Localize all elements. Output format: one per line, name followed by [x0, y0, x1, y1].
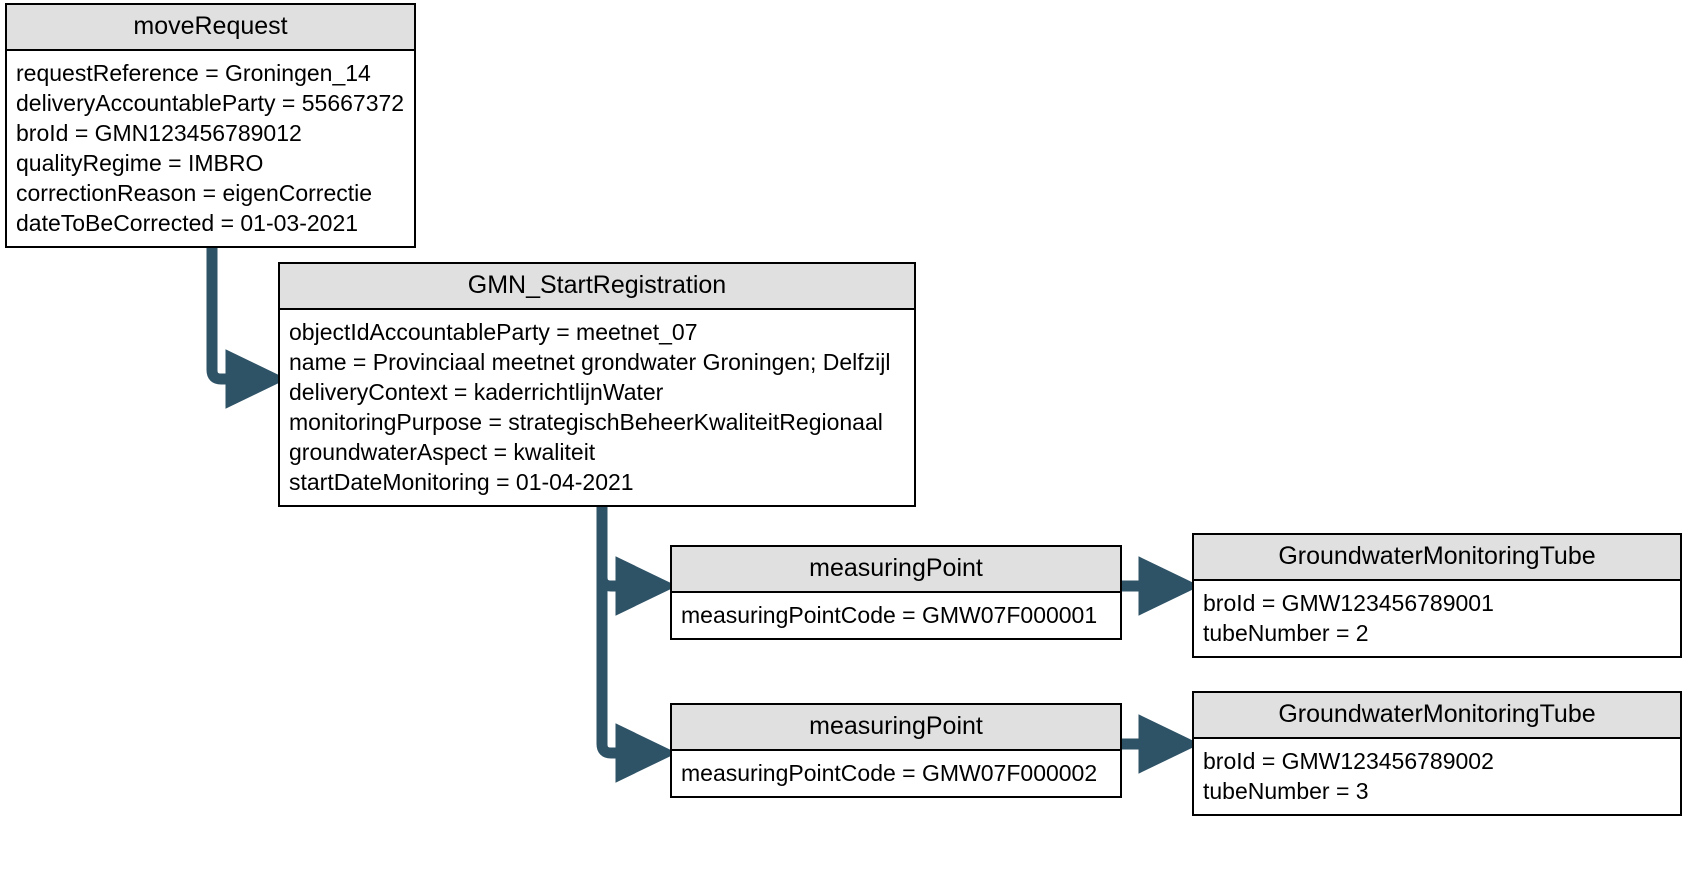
box-measuring-point-1[interactable]: measuringPoint measuringPointCode = GMW0… — [670, 545, 1122, 640]
attribute-row: requestReference = Groningen_14 — [16, 60, 371, 86]
box-measuring-point-2[interactable]: measuringPoint measuringPointCode = GMW0… — [670, 703, 1122, 798]
box-groundwater-monitoring-tube-2-attributes: broId = GMW123456789002 tubeNumber = 3 — [1194, 739, 1680, 814]
attribute-row: dateToBeCorrected = 01-03-2021 — [16, 210, 359, 236]
box-groundwater-monitoring-tube-2-title: GroundwaterMonitoringTube — [1194, 693, 1680, 739]
attribute-row: measuringPointCode = GMW07F000002 — [681, 760, 1098, 786]
box-gmn-start-registration-title: GMN_StartRegistration — [280, 264, 914, 310]
box-measuring-point-1-title: measuringPoint — [672, 547, 1120, 593]
attribute-row: broId = GMW123456789001 — [1203, 590, 1494, 616]
connector-gmn-to-measuring-point-2 — [596, 485, 678, 783]
box-groundwater-monitoring-tube-1-title: GroundwaterMonitoringTube — [1194, 535, 1680, 581]
attribute-row: broId = GMN123456789012 — [16, 120, 302, 146]
box-groundwater-monitoring-tube-1[interactable]: GroundwaterMonitoringTube broId = GMW123… — [1192, 533, 1682, 658]
attribute-row: monitoringPurpose = strategischBeheerKwa… — [289, 409, 883, 435]
attribute-row: tubeNumber = 2 — [1203, 620, 1369, 646]
attribute-row: broId = GMW123456789002 — [1203, 748, 1494, 774]
attribute-row: groundwaterAspect = kwaliteit — [289, 439, 596, 465]
attribute-row: correctionReason = eigenCorrectie — [16, 180, 373, 206]
attribute-row: tubeNumber = 3 — [1203, 778, 1369, 804]
box-move-request-attributes: requestReference = Groningen_14 delivery… — [7, 51, 414, 246]
box-gmn-start-registration[interactable]: GMN_StartRegistration objectIdAccountabl… — [278, 262, 916, 507]
box-gmn-start-registration-attributes: objectIdAccountableParty = meetnet_07 na… — [280, 310, 914, 505]
attribute-row: deliveryAccountableParty = 55667372 — [16, 90, 405, 116]
box-groundwater-monitoring-tube-1-attributes: broId = GMW123456789001 tubeNumber = 2 — [1194, 581, 1680, 656]
box-groundwater-monitoring-tube-2[interactable]: GroundwaterMonitoringTube broId = GMW123… — [1192, 691, 1682, 816]
box-move-request-title: moveRequest — [7, 5, 414, 51]
attribute-row: startDateMonitoring = 01-04-2021 — [289, 469, 634, 495]
attribute-row: qualityRegime = IMBRO — [16, 150, 264, 176]
attribute-row: deliveryContext = kaderrichtlijnWater — [289, 379, 664, 405]
box-measuring-point-2-attributes: measuringPointCode = GMW07F000002 — [672, 751, 1120, 796]
attribute-row: objectIdAccountableParty = meetnet_07 — [289, 319, 698, 345]
box-measuring-point-2-title: measuringPoint — [672, 705, 1120, 751]
box-measuring-point-1-attributes: measuringPointCode = GMW07F000001 — [672, 593, 1120, 638]
attribute-row: measuringPointCode = GMW07F000001 — [681, 602, 1098, 628]
attribute-row: name = Provinciaal meetnet grondwater Gr… — [289, 349, 891, 375]
box-move-request[interactable]: moveRequest requestReference = Groningen… — [5, 3, 416, 248]
